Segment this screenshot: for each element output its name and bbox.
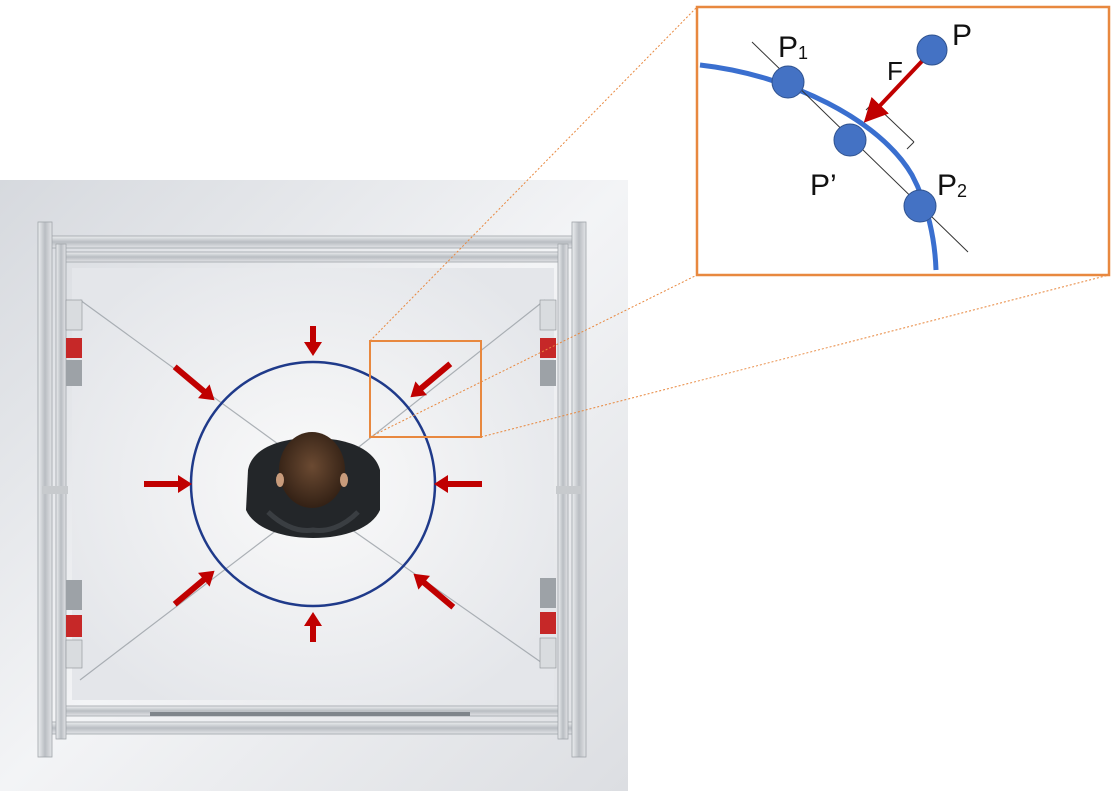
force-vector [863,56,927,123]
inset-curve [699,62,939,271]
label-force: F [887,56,903,86]
zoom-inset: P1 P F P’ P2 [695,5,1111,277]
label-p-prime: P’ [810,169,837,202]
point-p2 [903,189,937,223]
connector-bottom [480,274,1110,438]
cable-bottom-left [79,519,291,681]
force-arrow-icon [172,364,215,401]
force-arrows [144,326,482,642]
force-arrow-icon [434,475,482,493]
frame-crossbar-right [556,486,582,494]
label-p: P [952,19,972,52]
person-arms [266,510,360,533]
force-arrow-icon [144,475,192,493]
motor-icon [65,299,83,386]
frame-crossbar-left [42,486,68,494]
frame [37,221,587,758]
motor-icon [539,578,557,669]
inset-frame [695,5,1111,277]
floor-track-bottom [150,712,470,716]
person-ear-right [340,473,348,487]
connector-middle [369,274,698,438]
person-head [279,432,345,508]
person-ear-left [276,473,284,487]
frame-rail-top-inner [59,251,566,263]
frame-rail-bottom-outer [39,721,586,735]
force-arrow-icon [304,326,322,356]
force-arrow-icon [410,361,453,398]
cable-bottom-right [344,524,546,666]
point-p [916,34,948,66]
label-p2: P2 [937,169,967,202]
force-arrow-icon [304,612,322,642]
zoom-connectors [369,6,1110,438]
motor-icon [65,580,83,669]
lab-top-view [0,180,628,791]
point-p1 [771,65,805,99]
point-p-prime [833,123,867,157]
cable-top-right [354,299,546,451]
frame-rail-top-outer [39,235,586,249]
zoom-highlight-box [369,340,482,438]
force-arrow-icon [413,573,456,610]
person-top-view-icon [246,432,380,538]
motors [65,299,557,669]
force-arrow-icon [172,570,215,607]
label-p1: P1 [778,31,808,64]
motor-icon [539,299,557,386]
connector-top [369,6,698,342]
